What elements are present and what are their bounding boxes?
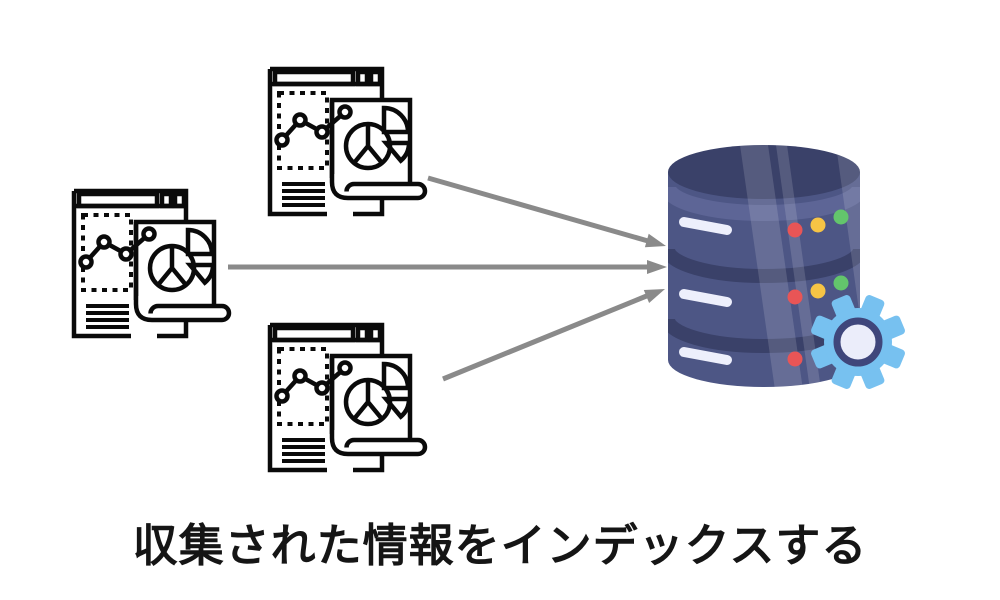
arrow-bottom-to-db bbox=[442, 289, 665, 382]
arrow-left-to-db bbox=[228, 260, 667, 274]
db-status-dots-yellow bbox=[810, 217, 826, 299]
db-status-dots-green bbox=[833, 209, 849, 291]
database-icon bbox=[668, 145, 905, 389]
report-document-icon-bottom bbox=[270, 325, 425, 470]
report-document-icon-top bbox=[270, 69, 425, 214]
arrows bbox=[228, 175, 667, 382]
arrow-top-to-db bbox=[427, 175, 666, 248]
caption-text: 収集された情報をインデックスする bbox=[132, 520, 868, 571]
db-tier-dashes bbox=[679, 217, 732, 365]
db-shine-stripes bbox=[740, 145, 860, 387]
arrowhead bbox=[644, 233, 666, 248]
report-document-icon-left bbox=[74, 191, 229, 336]
db-lid bbox=[668, 145, 860, 199]
arrowhead bbox=[643, 289, 665, 303]
arrowhead bbox=[647, 260, 667, 274]
db-status-dots-red bbox=[787, 222, 803, 367]
gear-icon bbox=[811, 295, 905, 389]
db-rim-highlight bbox=[668, 185, 860, 221]
gear-hub bbox=[833, 317, 883, 367]
